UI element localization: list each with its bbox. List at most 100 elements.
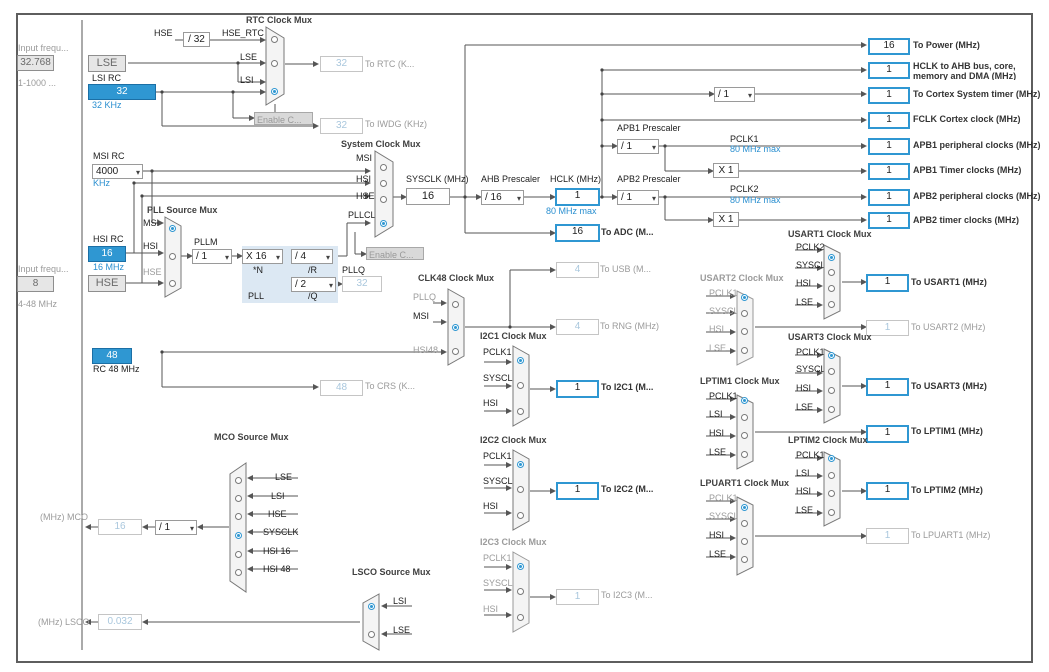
i2c2-sysclk-radio[interactable] [517,486,524,493]
plln-select[interactable]: X 16▾ [242,249,283,264]
pllr-select[interactable]: / 4▾ [291,249,333,264]
lptim2-lse-radio[interactable] [828,509,835,516]
pll-msi-label: MSI [143,218,160,228]
i2c3-pclk-label: PCLK1 [483,553,512,563]
hse-frequency-input[interactable]: 8 [17,276,54,292]
usart1-hsi-radio[interactable] [828,285,835,292]
usart1-pclk-radio[interactable] [828,254,835,261]
lptim1-lse-radio[interactable] [741,451,748,458]
sys-hsi-radio[interactable] [380,180,387,187]
usart3-pclk-label: PCLK1 [796,347,825,357]
lsco-lsi-radio[interactable] [368,603,375,610]
usart2-pclk-radio[interactable] [741,294,748,301]
mco-sysclk-radio[interactable] [235,532,242,539]
lse-source-block[interactable]: LSE [88,55,126,72]
sys-msi-radio[interactable] [380,164,387,171]
lptim2-lsi-radio[interactable] [828,472,835,479]
sys-pllclk-radio[interactable] [380,220,387,227]
apb2-prescaler-select[interactable]: / 1▾ [617,190,659,205]
lse-frequency-input[interactable]: 32.768 [17,55,54,71]
msi-rc-label: MSI RC [93,151,125,161]
mco-divider-select[interactable]: / 1▾ [155,520,197,535]
lsi-rc-label: LSI RC [92,73,122,83]
hse-rtc-divider[interactable]: / 32 [183,32,210,47]
pll-hsi-label: HSI [143,241,159,251]
rtc-lsi-radio[interactable] [271,88,278,95]
apb1-timer-multiplier: X 1 [713,163,739,178]
mco-output-value: 16 [98,519,142,535]
clk48-hsi48-radio[interactable] [452,348,459,355]
pll-source-mux [164,216,182,298]
i2c1-pclk-radio[interactable] [517,357,524,364]
plln-label: *N [253,265,264,275]
fclk-output-value: 1 [868,112,910,129]
i2c1-sysclk-radio[interactable] [517,382,524,389]
hclk-ahb-output-value: 1 [868,62,910,79]
usart2-output-label: To USART2 (MHz) [911,322,986,332]
pllr-label: /R [308,265,317,275]
clk48-pllq-radio[interactable] [452,301,459,308]
lptim1-lsi-radio[interactable] [741,414,748,421]
pll-hse-radio[interactable] [169,280,176,287]
pllm-select[interactable]: / 1▾ [192,249,232,264]
usart3-hsi-radio[interactable] [828,387,835,394]
mco-hsi16-radio[interactable] [235,551,242,558]
apb1-peripheral-output-label: APB1 peripheral clocks (MHz) [913,140,1041,150]
lpuart1-clock-mux [736,496,754,576]
hse-source-block[interactable]: HSE [88,275,126,292]
pll-hsi-radio[interactable] [169,253,176,260]
apb1-prescaler-select[interactable]: / 1▾ [617,139,659,154]
lptim2-hsi-radio[interactable] [828,490,835,497]
mco-lse-radio[interactable] [235,477,242,484]
mco-lsi-radio[interactable] [235,495,242,502]
rtc-output-label: To RTC (K... [365,59,415,69]
mco-hsi48-radio[interactable] [235,569,242,576]
usart1-sysclk-radio[interactable] [828,269,835,276]
cortex-timer-divider-select[interactable]: / 1▾ [714,87,755,102]
lsco-source-mux [362,593,380,651]
usart3-sysclk-radio[interactable] [828,368,835,375]
rtc-clock-mux-title: RTC Clock Mux [246,15,313,25]
i2c1-hsi-radio[interactable] [517,408,524,415]
ahb-prescaler-select[interactable]: / 16▾ [481,190,524,205]
lsco-lse-radio[interactable] [368,631,375,638]
lpuart1-sysclk-radio[interactable] [741,520,748,527]
lpuart1-lse-radio[interactable] [741,556,748,563]
lptim2-pclk-radio[interactable] [828,455,835,462]
lptim1-pclk-radio[interactable] [741,397,748,404]
sys-enable-css-button[interactable]: Enable C... [366,247,424,260]
apb2-timer-output-value: 1 [868,212,910,229]
usart2-hsi-radio[interactable] [741,328,748,335]
pllq-label: PLLQ [342,265,366,275]
hsi48-rc-value: 48 [92,348,132,364]
hclk-input[interactable]: 1 [555,188,600,206]
usart2-lse-radio[interactable] [741,347,748,354]
rtc-lse-radio[interactable] [271,60,278,67]
lptim2-clock-mux [823,451,841,527]
i2c2-pclk-radio[interactable] [517,461,524,468]
clk48-msi-radio[interactable] [452,324,459,331]
i2c3-pclk-radio[interactable] [517,563,524,570]
i2c3-hsi-radio[interactable] [517,614,524,621]
pll-msi-radio[interactable] [169,225,176,232]
lptim2-output-label: To LPTIM2 (MHz) [911,485,983,495]
usart1-lse-radio[interactable] [828,301,835,308]
lpuart1-pclk-radio[interactable] [741,504,748,511]
usart1-output-value: 1 [866,274,909,292]
pllq-select[interactable]: / 2▾ [291,277,336,292]
rtc-enable-css-button[interactable]: Enable C... [254,112,313,125]
iwdg-output-label: To IWDG (KHz) [365,119,427,129]
lptim1-hsi-radio[interactable] [741,432,748,439]
usart3-pclk-radio[interactable] [828,352,835,359]
mco-hse-radio[interactable] [235,513,242,520]
i2c2-hsi-radio[interactable] [517,512,524,519]
msi-range-select[interactable]: 4000▾ [92,164,143,179]
usart3-lse-radio[interactable] [828,406,835,413]
sys-hse-radio[interactable] [380,196,387,203]
apb1-timer-output-label: APB1 Timer clocks (MHz) [913,165,1022,175]
lpuart1-hsi-radio[interactable] [741,538,748,545]
usart2-sysclk-radio[interactable] [741,310,748,317]
i2c3-sysclk-radio[interactable] [517,588,524,595]
rtc-hse-radio[interactable] [271,36,278,43]
